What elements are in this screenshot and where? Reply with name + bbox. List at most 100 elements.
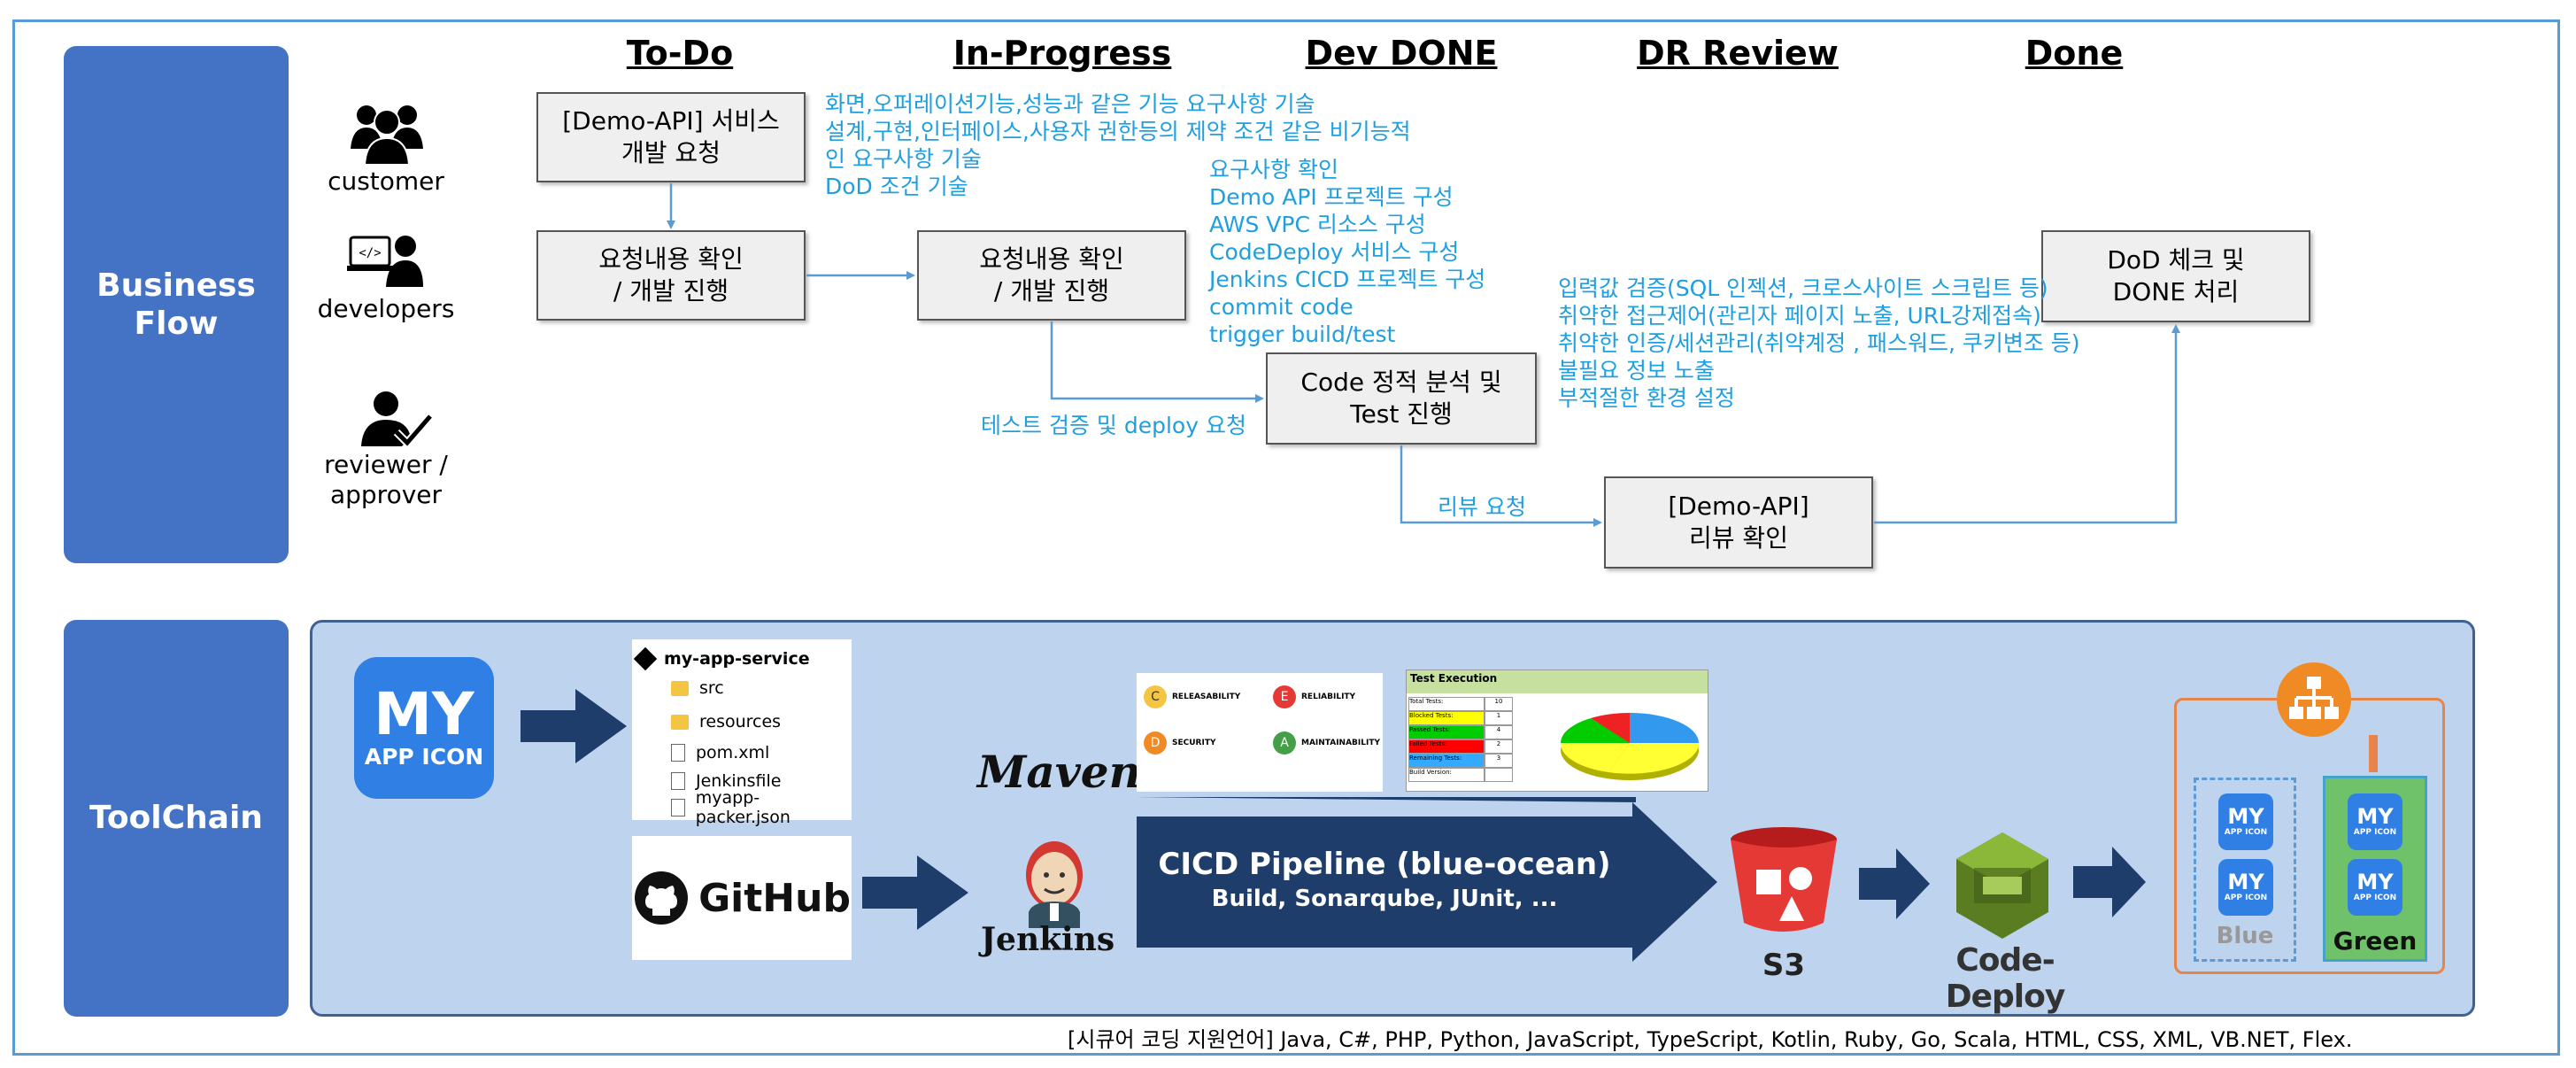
note-line: 입력값 검증(SQL 인젝션, 크로스사이트 스크립트 등): [1558, 275, 2048, 301]
dev-tasks-note: 요구사항 확인 Demo API 프로젝트 구성 AWS VPC 리소스 구성 …: [1209, 156, 1485, 348]
blue-env: [2194, 778, 2296, 962]
sonar-cell: D SECURITY: [1144, 731, 1215, 755]
app-icon: MY APP ICON: [354, 657, 494, 799]
dod-check-box: DoD 체크 및 DONE 처리: [2041, 230, 2310, 322]
folder-icon: [671, 680, 689, 696]
static-analysis-box: Code 정적 분석 및 Test 진행: [1266, 352, 1537, 445]
grade-title: MAINTAINABILITY: [1301, 739, 1381, 747]
supported-languages: [시큐어 코딩 지원언어] Java, C#, PHP, Python, Jav…: [1068, 1027, 2353, 1052]
repo-item: resources: [671, 705, 852, 739]
sonar-cell: E RELIABILITY: [1273, 685, 1355, 708]
test-exec-table: Total Tests:10 Blocked Tests:1 Passed Te…: [1408, 697, 1513, 782]
column-done: Done: [2025, 34, 2124, 73]
note-line: commit code: [1209, 294, 1354, 320]
test-row: Remaining Tests:3: [1408, 754, 1513, 768]
repo-name: my-app-service: [664, 649, 810, 669]
repo-item: src: [671, 671, 852, 705]
review-request-note: 리뷰 요청: [1438, 494, 1526, 520]
note-line: 화면,오퍼레이션기능,성능과 같은 기능 요구사항 기술: [825, 91, 1315, 117]
grade-badge: D: [1144, 731, 1167, 755]
note-line: 취약한 접근제어(관리자 페이지 노출, URL강제접속): [1558, 303, 2041, 329]
jenkins-label: Jenkins: [981, 921, 1115, 958]
test-pie: [1560, 713, 1700, 780]
git-icon: [633, 646, 658, 671]
test-exec-title: Test Execution: [1407, 670, 1708, 693]
repo-card: my-app-service src resources pom.xml Jen…: [632, 639, 852, 827]
review-items-note: 입력값 검증(SQL 인젝션, 크로스사이트 스크립트 등) 취약한 접근제어(…: [1558, 275, 2080, 412]
note-line: Jenkins CICD 프로젝트 구성: [1209, 267, 1486, 292]
note-line: DoD 조건 기술: [825, 174, 968, 199]
note-line: 설계,구현,인터페이스,사용자 권한등의 제약 조건 같은 비기능적: [825, 119, 1411, 144]
repo-item-name: resources: [699, 712, 782, 731]
business-flow-label: Business Flow: [64, 46, 289, 563]
blue-label: Blue: [2216, 923, 2274, 949]
connector-line: [2369, 735, 2378, 772]
codedeploy-icon: [1956, 832, 2048, 942]
toolchain-arrows: [521, 689, 2146, 930]
demo-request-box: [Demo-API] 서비스 개발 요청: [536, 92, 806, 182]
sonar-cell: A MAINTAINABILITY: [1273, 731, 1380, 755]
repo-item-name: pom.xml: [696, 743, 770, 762]
developers-label: developers: [317, 294, 455, 323]
repo-tree: src resources pom.xml Jenkinsfile myapp-…: [632, 671, 852, 827]
load-balancer-icon: [2277, 662, 2351, 737]
sonar-cell: C RELEASABILITY: [1144, 685, 1240, 708]
jenkins-icon: [1014, 836, 1094, 932]
grade-title: RELIABILITY: [1301, 693, 1356, 701]
confirm-todo-box: 요청내용 확인 / 개발 진행: [536, 230, 806, 321]
maven-logo: Maven™: [977, 746, 1153, 798]
app-icon-big: MY: [374, 680, 474, 748]
outer-frame: [12, 19, 2560, 1056]
green-label: Green: [2333, 926, 2418, 956]
pipeline-arrow: [1137, 802, 1717, 962]
column-dr-review: DR Review: [1637, 34, 1839, 73]
repo-item: Jenkinsfile: [671, 767, 852, 795]
column-in-progress: In-Progress: [953, 34, 1172, 73]
sonar-card: C RELEASABILITY E RELIABILITY D SECURITY…: [1137, 673, 1383, 792]
repo-item-name: src: [699, 678, 724, 698]
github-label: GitHub: [698, 875, 851, 921]
flow-arrows: [667, 183, 2180, 527]
customer-icon: [347, 97, 427, 168]
note-line: 요구사항 확인: [1209, 157, 1338, 182]
repo-item: pom.xml: [671, 739, 852, 767]
svg-text:</>: </>: [359, 246, 381, 260]
column-todo: To-Do: [626, 34, 734, 73]
s3-label: S3: [1762, 948, 1806, 983]
repo-header: my-app-service: [632, 646, 852, 671]
note-line: Demo API 프로젝트 구성: [1209, 184, 1454, 210]
confirm-progress-box: 요청내용 확인 / 개발 진행: [917, 230, 1186, 321]
grade-title: SECURITY: [1172, 739, 1216, 747]
repo-item-name: Jenkinsfile: [696, 771, 782, 791]
note-line: 인 요구사항 기술: [825, 146, 982, 172]
test-row: Total Tests:10: [1408, 697, 1513, 711]
pipeline-subtitle: Build, Sonarqube, JUnit, ...: [1211, 886, 1558, 912]
test-row: Build Version:: [1408, 768, 1513, 782]
test-deploy-note: 테스트 검증 및 deploy 요청: [981, 413, 1246, 438]
customer-label: customer: [328, 166, 444, 196]
review-confirm-box: [Demo-API] 리뷰 확인: [1604, 476, 1873, 569]
column-dev-done: Dev DONE: [1305, 34, 1498, 73]
requirements-note: 화면,오퍼레이션기능,성능과 같은 기능 요구사항 기술 설계,구현,인터페이스…: [825, 90, 1411, 200]
folder-icon: [671, 714, 689, 730]
pipeline-title: CICD Pipeline (blue-ocean): [1158, 847, 1611, 882]
note-line: 불필요 정보 노출: [1558, 358, 1715, 383]
test-row: Passed Tests:4: [1408, 725, 1513, 739]
repo-item: myapp-packer.json: [671, 788, 852, 827]
grade-title: RELEASABILITY: [1172, 693, 1241, 701]
file-icon: [671, 772, 685, 790]
grade-badge: E: [1273, 685, 1296, 708]
reviewer-label: reviewer / approver: [324, 450, 448, 509]
reviewer-icon: [356, 390, 434, 455]
github-card: GitHub: [632, 836, 852, 960]
file-icon: [671, 799, 685, 816]
repo-item-name: myapp-packer.json: [695, 788, 791, 827]
note-line: trigger build/test: [1209, 321, 1396, 347]
s3-bucket-icon: [1726, 824, 1841, 940]
test-row: Failed Tests:2: [1408, 739, 1513, 754]
grade-badge: C: [1144, 685, 1167, 708]
test-exec-card: Test Execution Total Tests:10 Blocked Te…: [1406, 669, 1708, 792]
